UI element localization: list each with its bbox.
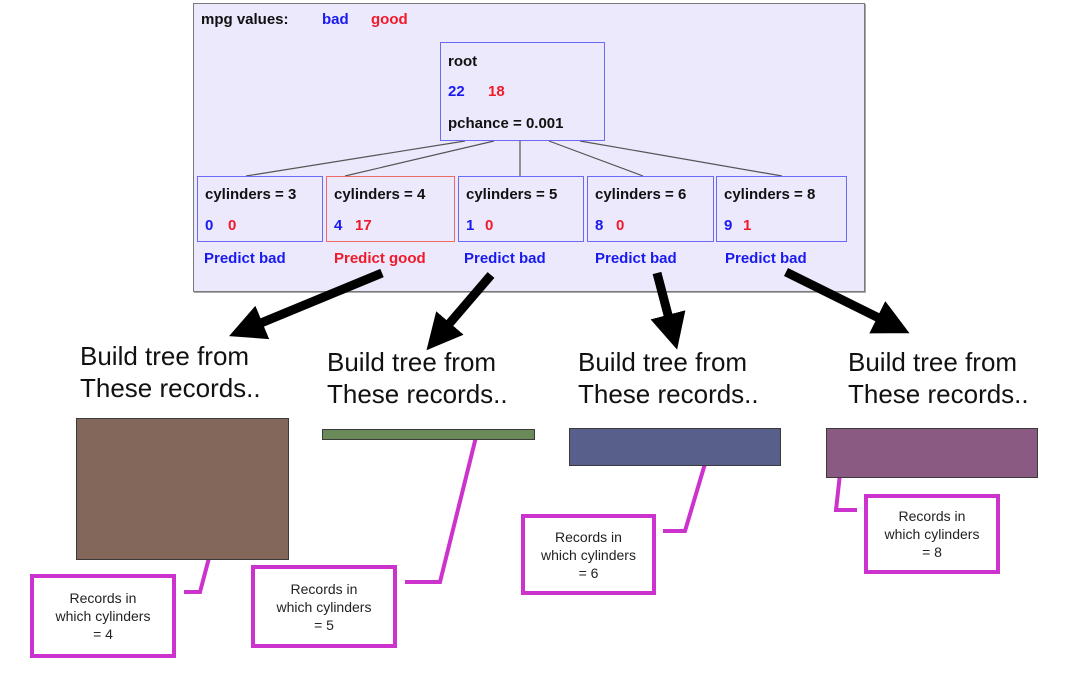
- build-caption-line2: These records..: [80, 373, 261, 403]
- callout-line: Records in: [898, 508, 966, 524]
- callout-leader-6: [663, 456, 709, 533]
- callout-line: which cylinders: [276, 598, 372, 615]
- tree-edge-3: [245, 140, 466, 177]
- prediction-cyl-8: Predict bad: [725, 250, 807, 267]
- tree-edge-8: [579, 140, 783, 177]
- callout-line: which cylinders: [884, 526, 980, 542]
- child-bad-count: 9: [724, 217, 733, 234]
- callout-line: = 4: [93, 626, 113, 642]
- build-caption-cyl-5: Build tree from These records..: [327, 346, 508, 410]
- arrow-to-subtree-5: [426, 272, 495, 351]
- callout-line: Records in: [555, 528, 622, 545]
- child-good-count: 0: [616, 217, 625, 234]
- child-node-cyl-3: cylinders = 3 0 0: [197, 176, 323, 242]
- child-good-count: 17: [355, 217, 372, 234]
- child-node-cyl-6: cylinders = 6 8 0: [587, 176, 714, 242]
- child-label: cylinders = 8: [724, 186, 816, 203]
- callout-leader-5: [405, 436, 478, 584]
- root-node: root 22 18 pchance = 0.001: [440, 42, 605, 141]
- tree-edge-6: [548, 140, 644, 177]
- callout-line: = 6: [578, 564, 599, 581]
- records-block-cyl-8: [826, 428, 1038, 478]
- child-bad-count: 0: [205, 217, 214, 234]
- build-caption-line1: Build tree from: [80, 341, 250, 371]
- tree-edge-4: [344, 140, 495, 177]
- arrow-to-subtree-4: [229, 268, 384, 340]
- child-label: cylinders = 4: [334, 186, 426, 203]
- legend-label: mpg values:: [201, 11, 289, 28]
- build-caption-line1: Build tree from: [327, 347, 497, 377]
- records-block-cyl-5: [322, 429, 535, 440]
- root-good-count: 18: [488, 83, 505, 100]
- records-block-cyl-4: [76, 418, 289, 560]
- arrow-to-subtree-6: [650, 271, 686, 350]
- build-caption-line1: Build tree from: [578, 347, 748, 377]
- records-block-cyl-6: [569, 428, 781, 466]
- build-caption-line2: These records..: [848, 379, 1029, 409]
- callout-cyl-8: Records in which cylinders = 8: [864, 494, 1000, 574]
- callout-cyl-5: Records in which cylinders = 5: [251, 565, 397, 648]
- prediction-cyl-5: Predict bad: [464, 250, 546, 267]
- build-caption-cyl-4: Build tree from These records..: [80, 340, 261, 404]
- root-title: root: [448, 53, 478, 70]
- prediction-cyl-3: Predict bad: [204, 250, 286, 267]
- build-caption-line2: These records..: [327, 379, 508, 409]
- child-node-cyl-5: cylinders = 5 1 0: [458, 176, 584, 242]
- child-bad-count: 4: [334, 217, 343, 234]
- child-bad-count: 1: [466, 217, 475, 234]
- root-bad-count: 22: [448, 83, 465, 100]
- callout-line: which cylinders: [541, 546, 636, 563]
- prediction-cyl-6: Predict bad: [595, 250, 677, 267]
- legend-bad: bad: [322, 11, 349, 28]
- prediction-cyl-4: Predict good: [334, 250, 426, 267]
- build-caption-cyl-8: Build tree from These records..: [848, 346, 1029, 410]
- child-label: cylinders = 6: [595, 186, 687, 203]
- callout-line: Records in: [69, 590, 137, 606]
- callout-cyl-4: Records in which cylinders = 4: [30, 574, 176, 658]
- build-caption-line2: These records..: [578, 379, 759, 409]
- child-good-count: 0: [485, 217, 494, 234]
- child-good-count: 1: [743, 217, 752, 234]
- child-label: cylinders = 3: [205, 186, 297, 203]
- callout-line: which cylinders: [55, 608, 151, 624]
- child-good-count: 0: [228, 217, 237, 234]
- root-pchance: pchance = 0.001: [448, 115, 564, 132]
- child-bad-count: 8: [595, 217, 604, 234]
- child-node-cyl-8: cylinders = 8 9 1: [716, 176, 847, 242]
- legend-good: good: [371, 11, 408, 28]
- callout-cyl-6: Records in which cylinders = 6: [521, 514, 656, 595]
- callout-line: Records in: [290, 580, 358, 597]
- callout-line: = 5: [314, 616, 334, 633]
- arrow-to-subtree-8: [784, 267, 910, 334]
- callout-line: = 8: [922, 544, 942, 560]
- build-caption-cyl-6: Build tree from These records..: [578, 346, 759, 410]
- build-caption-line1: Build tree from: [848, 347, 1018, 377]
- child-label: cylinders = 5: [466, 186, 558, 203]
- child-node-cyl-4: cylinders = 4 4 17: [326, 176, 455, 242]
